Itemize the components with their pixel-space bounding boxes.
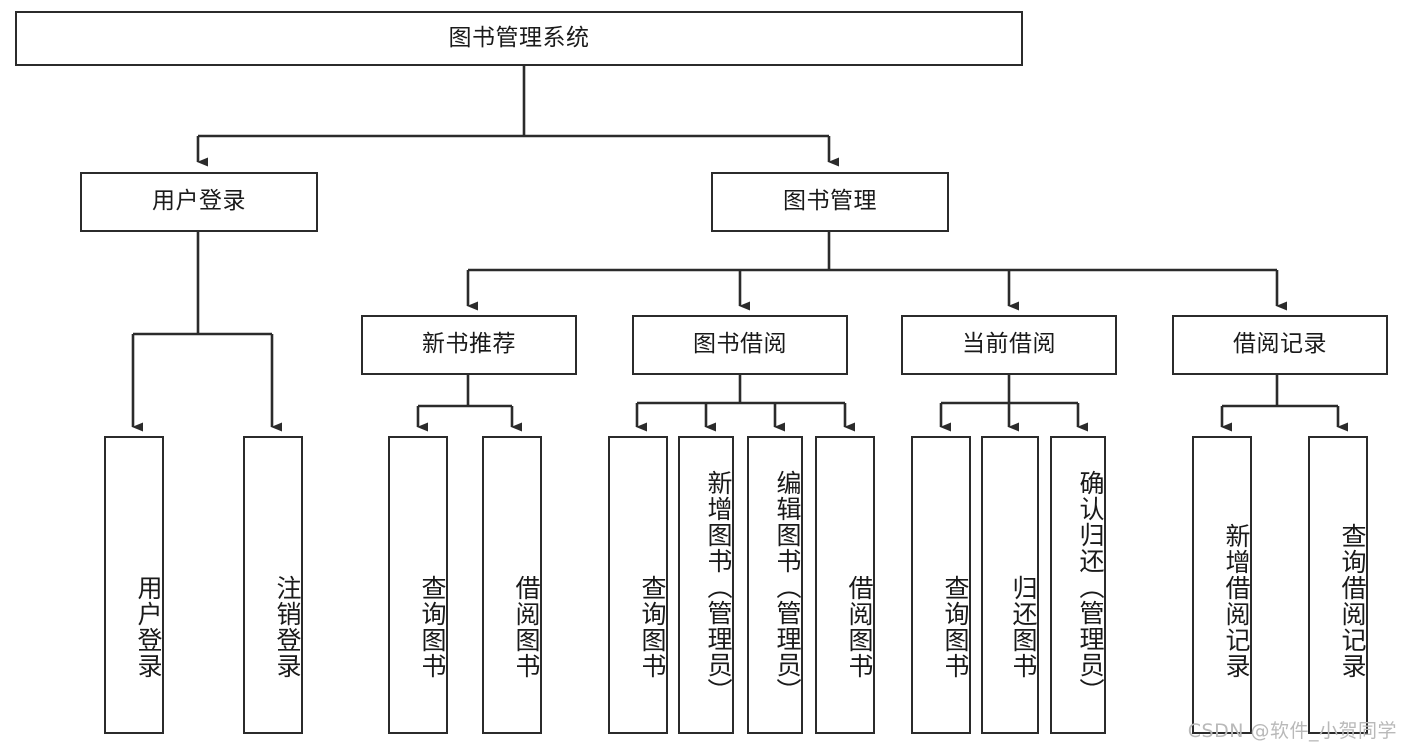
leaf-query-book-1[interactable]: 查询图书: [388, 436, 448, 734]
node-book-borrow-label: 图书借阅: [693, 331, 787, 358]
leaf-return-book[interactable]: 归还图书: [981, 436, 1039, 734]
leaf-add-book-label: 新增图书（管理员）: [704, 470, 733, 704]
leaf-query-book-2[interactable]: 查询图书: [608, 436, 668, 734]
leaf-edit-book[interactable]: 编辑图书（管理员）: [747, 436, 803, 734]
leaf-query-record[interactable]: 查询借阅记录: [1308, 436, 1368, 734]
leaf-confirm-return-label: 确认归还（管理员）: [1076, 470, 1105, 704]
leaf-query-book-2-label: 查询图书: [638, 575, 667, 679]
leaf-query-book-1-label: 查询图书: [418, 575, 447, 679]
node-current-borrow[interactable]: 当前借阅: [901, 315, 1117, 375]
leaf-user-login-label: 用户登录: [134, 575, 163, 679]
node-book-borrow[interactable]: 图书借阅: [632, 315, 848, 375]
node-borrow-record[interactable]: 借阅记录: [1172, 315, 1388, 375]
node-current-borrow-label: 当前借阅: [962, 331, 1056, 358]
node-root-label: 图书管理系统: [448, 24, 590, 51]
node-borrow-record-label: 借阅记录: [1233, 331, 1327, 358]
leaf-return-book-label: 归还图书: [1009, 575, 1038, 679]
node-user-login[interactable]: 用户登录: [80, 172, 318, 232]
leaf-edit-book-label: 编辑图书（管理员）: [773, 470, 802, 704]
node-new-book-recommend[interactable]: 新书推荐: [361, 315, 577, 375]
leaf-logout-login[interactable]: 注销登录: [243, 436, 303, 734]
leaf-confirm-return[interactable]: 确认归还（管理员）: [1050, 436, 1106, 734]
leaf-borrow-book-1[interactable]: 借阅图书: [482, 436, 542, 734]
leaf-user-login[interactable]: 用户登录: [104, 436, 164, 734]
node-root[interactable]: 图书管理系统: [15, 11, 1023, 66]
leaf-borrow-book-1-label: 借阅图书: [512, 575, 541, 679]
leaf-borrow-book-2[interactable]: 借阅图书: [815, 436, 875, 734]
node-book-manage[interactable]: 图书管理: [711, 172, 949, 232]
leaf-logout-login-label: 注销登录: [273, 575, 302, 679]
node-book-manage-label: 图书管理: [783, 188, 877, 215]
node-user-login-label: 用户登录: [152, 188, 246, 215]
leaf-add-record[interactable]: 新增借阅记录: [1192, 436, 1252, 734]
leaf-query-record-label: 查询借阅记录: [1338, 523, 1367, 679]
leaf-query-book-3[interactable]: 查询图书: [911, 436, 971, 734]
leaf-add-book[interactable]: 新增图书（管理员）: [678, 436, 734, 734]
node-new-book-recommend-label: 新书推荐: [422, 331, 516, 358]
leaf-add-record-label: 新增借阅记录: [1222, 523, 1251, 679]
leaf-query-book-3-label: 查询图书: [941, 575, 970, 679]
leaf-borrow-book-2-label: 借阅图书: [845, 575, 874, 679]
